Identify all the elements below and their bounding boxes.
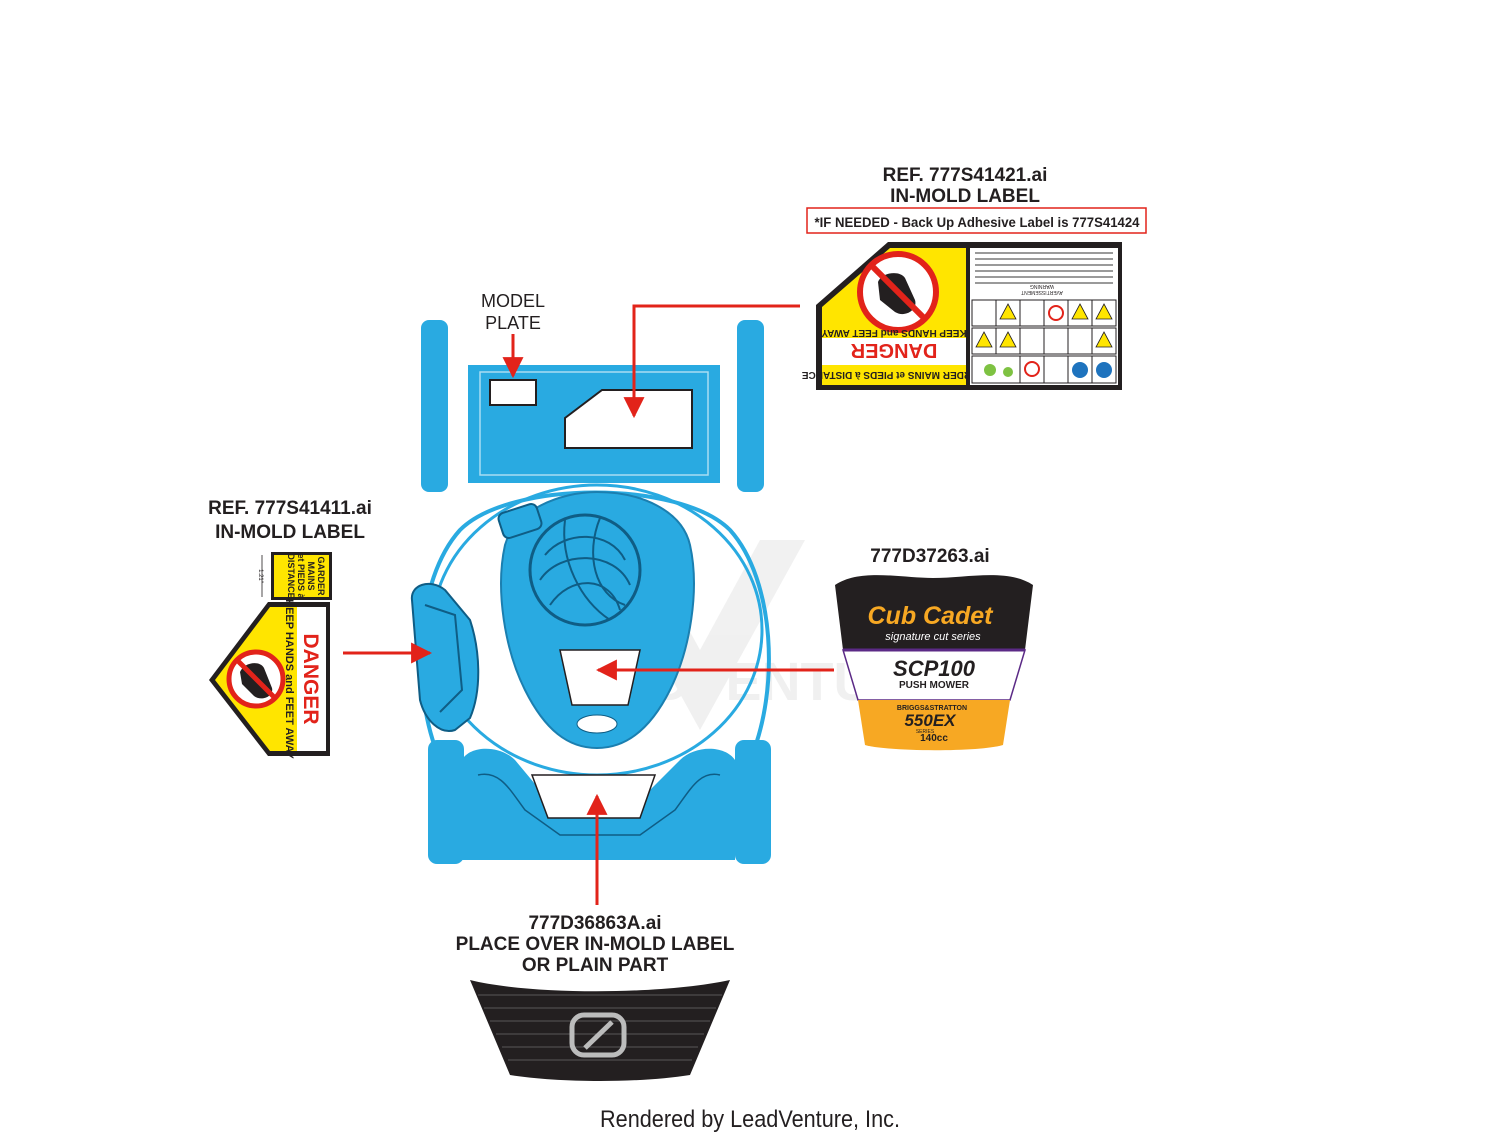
if-needed-note: *IF NEEDED - Back Up Adhesive Label is 7… — [815, 214, 1140, 230]
top-keep-away: KEEP HANDS and FEET AWAY — [821, 327, 967, 338]
bottom-line3: OR PLAIN PART — [522, 955, 669, 976]
left-danger-word: DANGER — [299, 633, 322, 724]
callout-arrows — [343, 304, 834, 905]
if-needed-box — [806, 207, 1147, 234]
left-garder-3: et PIEDS à — [296, 553, 306, 599]
left-dimension: 1.21" — [257, 569, 263, 583]
engine-displacement: 140cc — [920, 733, 948, 744]
top-warning: WARNING — [1030, 283, 1054, 289]
flywheel-cover — [528, 513, 642, 627]
front-decal — [470, 980, 730, 1081]
model-number: SCP100 — [893, 656, 976, 681]
top-label-callout: REF. 777S41421.ai IN-MOLD LABEL *IF NEED… — [806, 165, 1147, 234]
decal-right-ref: 777D37263.ai — [870, 546, 989, 567]
brand-name: Cub Cadet — [868, 602, 995, 630]
bottom-line1: 777D36863A.ai — [528, 913, 661, 934]
left-keep-away: KEEP HANDS and FEET AWAY — [283, 599, 295, 759]
left-garder-4: DISTANCE — [286, 553, 296, 598]
arrow-top-label — [623, 304, 800, 419]
in-mold-label-area — [564, 389, 693, 449]
front-decal-area — [530, 774, 657, 819]
left-label-callout: REF. 777S41411.ai IN-MOLD LABEL — [208, 498, 372, 543]
model-plate-callout: MODEL PLATE — [481, 291, 545, 333]
ref-top-line1: REF. 777S41421.ai — [883, 165, 1048, 186]
brand-decal-callout: 777D37263.ai — [870, 546, 989, 567]
rear-left-wheel — [421, 320, 448, 492]
ref-top-line2: IN-MOLD LABEL — [890, 186, 1040, 207]
mower-deck-drawing — [410, 320, 771, 864]
logo-mark-icon — [569, 1012, 627, 1058]
mower-type: PUSH MOWER — [899, 680, 970, 691]
brand-series: signature cut series — [885, 631, 981, 643]
engine-model: 550EX — [904, 711, 957, 730]
ref-left-line2: IN-MOLD LABEL — [215, 522, 365, 543]
left-garder-1: GARDER — [316, 556, 326, 596]
left-garder-2: MAINS — [306, 562, 316, 591]
brand-decal: Cub Cadet signature cut series SCP100 PU… — [835, 575, 1033, 751]
bottom-decal-callout: 777D36863A.ai PLACE OVER IN-MOLD LABEL O… — [456, 913, 735, 976]
engine-decal-area — [559, 649, 641, 706]
front-right-wheel — [735, 740, 771, 864]
front-left-wheel — [428, 740, 464, 864]
side-discharge-cover — [410, 582, 480, 732]
model-plate — [489, 379, 537, 406]
ref-left-line1: REF. 777S41411.ai — [208, 498, 372, 519]
model-plate-line2: PLATE — [485, 313, 541, 333]
rear-right-wheel — [737, 320, 764, 492]
engine-brand: BRIGGS&STRATTON — [897, 705, 967, 712]
model-plate-line1: MODEL — [481, 291, 545, 311]
top-garder: GARDER MAINS et PIEDS à DISTANCE — [802, 369, 987, 380]
engine-series: SERIES — [916, 729, 935, 735]
bottom-line2: PLACE OVER IN-MOLD LABEL — [456, 934, 735, 955]
footer-credit: Rendered by LeadVenture, Inc. — [600, 1106, 900, 1133]
top-danger-label: KEEP HANDS and FEET AWAY DANGER GARDER M… — [802, 242, 1122, 390]
top-avertissement: AVERTISSEMENT — [1021, 289, 1063, 295]
top-danger-word: DANGER — [850, 339, 937, 361]
left-danger-label: GARDER MAINS et PIEDS à DISTANCE 1.21" K… — [209, 552, 332, 760]
